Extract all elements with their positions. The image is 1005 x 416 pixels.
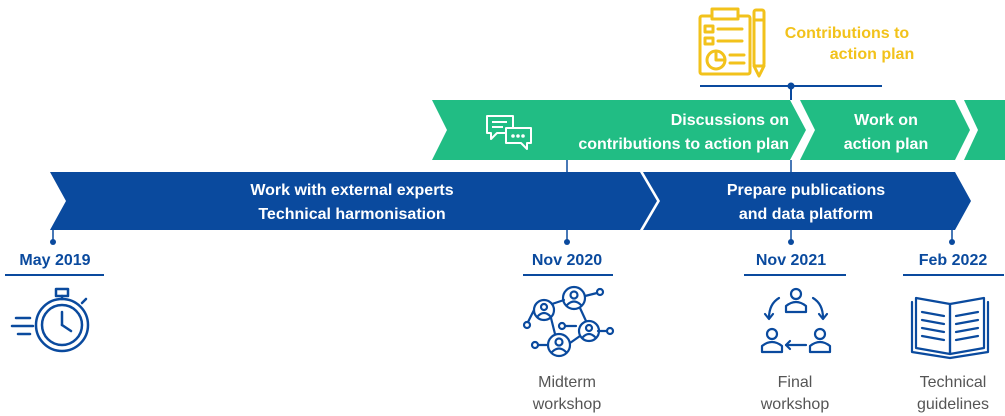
external-experts-label-line1: Work with external experts	[250, 182, 453, 199]
milestone-dot-feb2022	[949, 239, 955, 245]
blue-chevron-publications	[643, 172, 971, 230]
publications-label-line1: Prepare publications	[727, 182, 885, 199]
milestone-dot-nov2021	[788, 239, 794, 245]
milestone-date-feb2022: Feb 2022	[919, 252, 988, 269]
blue-chevron-external-experts	[50, 172, 657, 230]
people-cycle-icon	[760, 287, 832, 354]
milestone-date-nov2021: Nov 2021	[756, 252, 826, 269]
network-people-icon	[522, 285, 615, 358]
green-chevron-end	[964, 100, 1005, 160]
green-chevron-work-on-action-plan	[800, 100, 970, 160]
milestone-date-may2019: May 2019	[19, 252, 90, 269]
stopwatch-icon	[10, 287, 90, 353]
work-on-label-line1: Work on	[854, 112, 918, 129]
open-book-icon	[910, 296, 990, 360]
milestone-caption-nov2020-line2: workshop	[532, 396, 602, 413]
external-experts-label-line2: Technical harmonisation	[258, 206, 445, 223]
contributions-label-line1: Contributions to	[785, 25, 910, 42]
milestone-dot-nov2020	[564, 239, 570, 245]
milestone-caption-nov2021-line1: Final	[778, 374, 813, 391]
milestone-date-nov2020: Nov 2020	[532, 252, 602, 269]
milestone-dot-may2019	[50, 239, 56, 245]
publications-label-line2: and data platform	[739, 206, 873, 223]
milestone-caption-nov2020-line1: Midterm	[538, 374, 596, 391]
milestone-caption-feb2022-line2: guidelines	[917, 396, 989, 413]
milestone-caption-feb2022-line1: Technical	[920, 374, 987, 391]
chat-bubbles-icon	[486, 115, 532, 150]
milestone-caption-nov2021-line2: workshop	[760, 396, 830, 413]
contributions-label-line2: action plan	[830, 46, 914, 63]
discussions-label-line1: Discussions on	[671, 112, 789, 129]
work-on-label-line2: action plan	[844, 136, 928, 153]
contributions-icon	[698, 7, 766, 78]
discussions-label-line2: contributions to action plan	[578, 136, 789, 153]
